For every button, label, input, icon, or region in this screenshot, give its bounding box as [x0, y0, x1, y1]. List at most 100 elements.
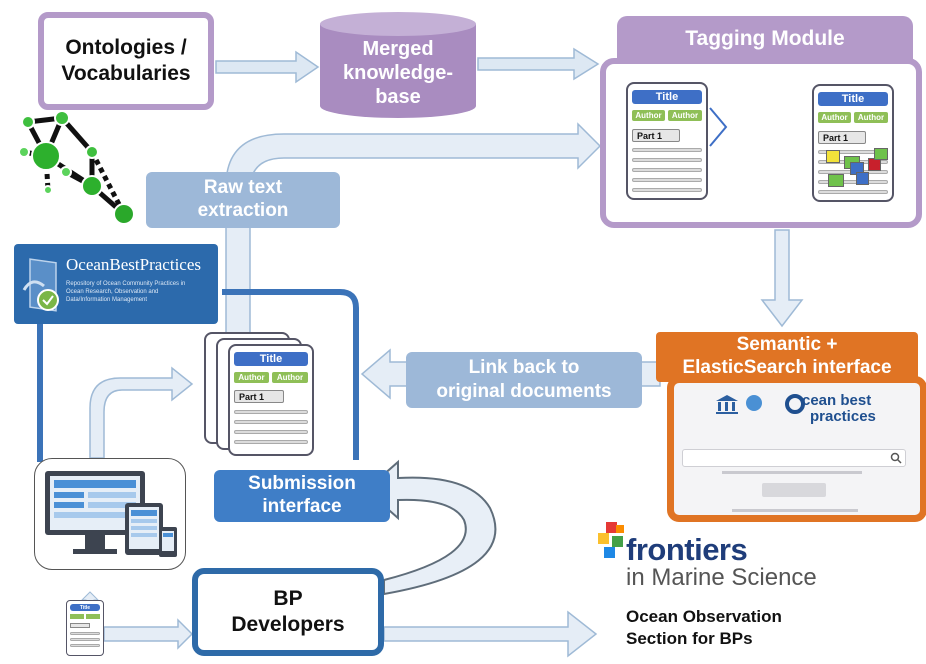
obp-tagline-line3: Data/Information Management [66, 297, 148, 304]
arrow-ontologies-to-kb [215, 50, 320, 84]
doc-line [818, 180, 888, 184]
search-site-logo-text: cean best practices [802, 393, 876, 425]
submission-line1: Submission [248, 473, 356, 495]
tag-marker-yellow [826, 150, 840, 163]
oceanbestpractices-logo: OceanBestPractices Repository of Ocean C… [14, 244, 218, 324]
link-back-box: Link back to original documents [406, 352, 642, 408]
bp-developers-box: BP Developers [192, 568, 384, 656]
search-icon[interactable] [890, 452, 902, 464]
ocean-observation-section: Ocean Observation Section for BPs [626, 606, 782, 650]
doc-line [234, 420, 308, 424]
doc-author: Author [632, 110, 665, 121]
doc-line [818, 190, 888, 194]
arrow-developers-to-submission [364, 459, 497, 596]
doc-line [234, 430, 308, 434]
search-site-logo-line2: practices [810, 407, 876, 425]
submission-line2: interface [262, 496, 342, 517]
doc-part: Part 1 [632, 129, 680, 142]
doc-title: Title [818, 92, 888, 106]
search-input[interactable] [682, 449, 906, 467]
kb-label-line1: Merged [362, 38, 434, 60]
section-line1: Ocean Observation [626, 607, 782, 626]
semantic-title-line2: ElasticSearch interface [682, 357, 892, 378]
search-site-logo-line1: cean best [802, 392, 872, 409]
chevron-right-icon [709, 107, 728, 147]
tag-marker-green [874, 148, 888, 160]
obp-tagline: Repository of Ocean Community Practices … [66, 280, 206, 304]
doc-line [632, 158, 702, 162]
small-doc-title: Title [70, 604, 100, 611]
doc-author: Author [234, 372, 269, 383]
tagging-module-title: Tagging Module [617, 16, 913, 62]
kb-label: Merged knowledge- base [320, 34, 476, 112]
small-doc-author [86, 614, 100, 619]
obp-name: OceanBestPractices [66, 255, 201, 274]
unesco-icon [716, 395, 738, 414]
small-doc-line [70, 644, 100, 647]
semantic-title-line1: Semantic + [736, 334, 838, 356]
tagging-doc-input: Title Author Author Part 1 [626, 82, 708, 200]
devices-icon [34, 458, 186, 570]
raw-text-line1: Raw text [203, 177, 283, 199]
frontiers-journal: in Marine Science [626, 564, 817, 591]
search-interface-screenshot: cean best practices [667, 376, 926, 522]
ontologies-label-line2: Vocabularies [61, 62, 191, 85]
tagging-doc-tagged: Title Author Author Part 1 [812, 84, 894, 202]
ioc-icon [746, 395, 762, 411]
link-back-line2: original documents [436, 381, 612, 402]
submission-interface-box: Submission interface [214, 470, 390, 522]
arrow-doc-to-developers [103, 618, 194, 650]
frontiers-name: frontiers [626, 532, 748, 567]
doc-line [234, 440, 308, 444]
raw-text-line2: extraction [197, 200, 289, 221]
doc-part: Part 1 [234, 390, 284, 403]
doc-line [234, 410, 308, 414]
ontologies-label-line1: Ontologies / [65, 35, 187, 59]
doc-title: Title [234, 352, 308, 366]
raw-text-extraction-box: Raw text extraction [146, 172, 340, 228]
kb-label-line3: base [375, 86, 421, 108]
obp-emblem-icon [22, 258, 59, 312]
doc-part: Part 1 [818, 131, 866, 144]
tag-marker-blue [856, 172, 869, 185]
doc-line [632, 168, 702, 172]
monitor-tablet-phone-icon [45, 471, 177, 557]
link-back-line1: Link back to [468, 357, 580, 379]
doc-line [632, 148, 702, 152]
doc-author: Author [668, 110, 702, 121]
semantic-interface-title: Semantic + ElasticSearch interface [656, 332, 918, 382]
small-doc-line [70, 638, 100, 641]
small-doc-author [70, 614, 84, 619]
developers-line1: BP [273, 586, 303, 610]
doc-author: Author [818, 112, 851, 123]
tag-marker-green [828, 174, 844, 187]
kb-cylinder [320, 12, 476, 118]
ontologies-box: Ontologies / Vocabularies [38, 12, 214, 110]
ontology-graph-nodes [18, 110, 135, 225]
repository-doc-front: Title Author Author Part 1 [228, 344, 314, 456]
doc-line [632, 188, 702, 192]
arrow-raw-text-to-tagging [225, 122, 602, 336]
doc-title: Title [632, 90, 702, 104]
arrow-submission-to-repository [89, 366, 194, 459]
obp-tagline-line1: Repository of Ocean Community Practices … [66, 281, 186, 287]
doc-line [632, 178, 702, 182]
arrow-tagging-to-semantic [760, 229, 804, 328]
arrow-kb-to-tagging [477, 47, 600, 81]
obp-tagline-line2: Ocean Research, Observation and [66, 289, 159, 296]
section-line2: Section for BPs [626, 629, 753, 649]
search-footer-line [732, 509, 858, 512]
small-doc-icon: Title [66, 600, 104, 656]
small-doc-line [70, 632, 100, 635]
developers-line2: Developers [231, 613, 345, 636]
frontiers-logo-icon [598, 522, 624, 558]
arrow-developers-to-journal [383, 610, 598, 658]
kb-label-line2: knowledge- [342, 62, 453, 84]
repository-bracket [37, 289, 359, 462]
doc-author: Author [272, 372, 308, 383]
obp-o-icon [785, 394, 805, 414]
search-stats-line [722, 471, 862, 474]
search-button[interactable] [762, 483, 826, 497]
